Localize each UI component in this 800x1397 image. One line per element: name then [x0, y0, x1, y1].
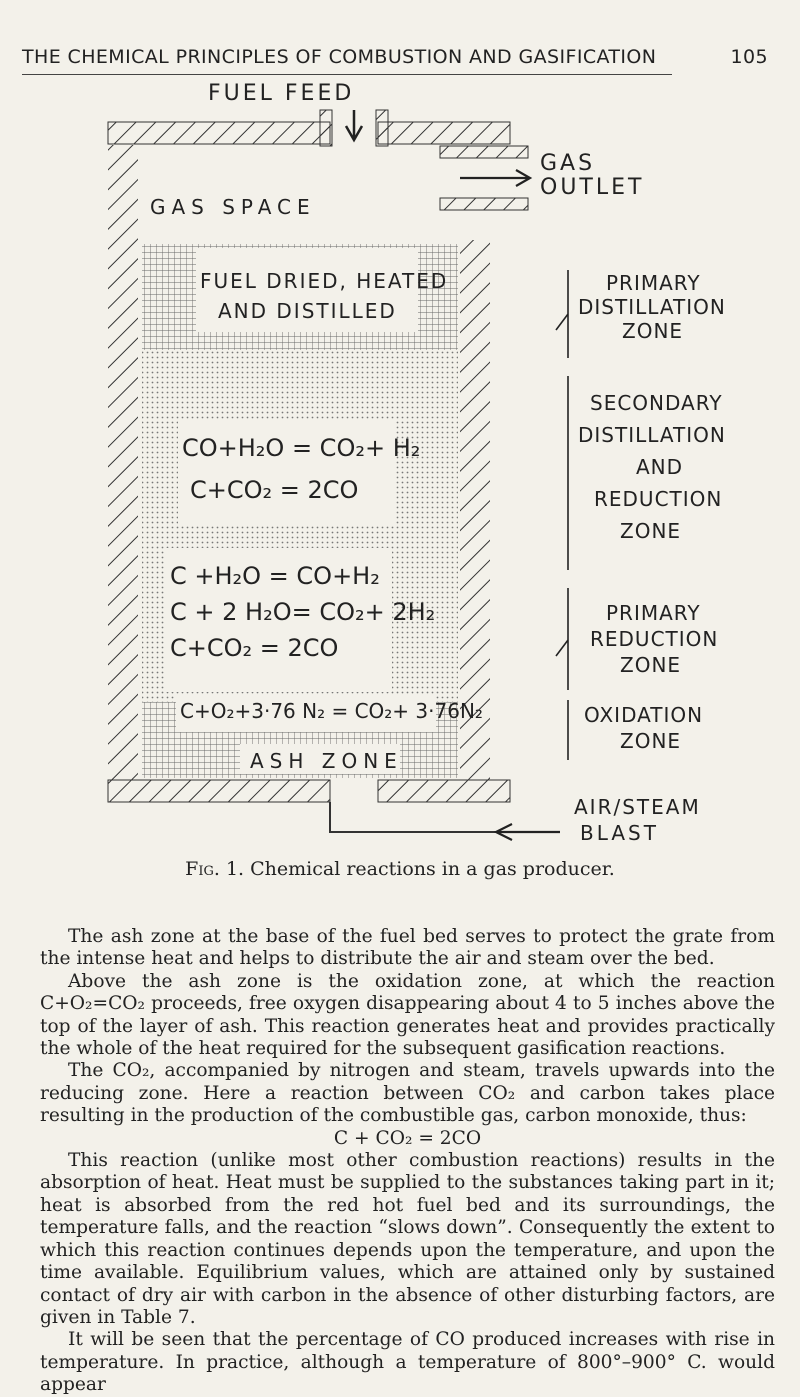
feed-arrow [344, 110, 364, 143]
zone-secondary-2: DISTILLATION [578, 423, 726, 447]
bracket-primary-distillation [555, 270, 569, 358]
reaction-eq-2: C+CO₂ = 2CO [190, 476, 358, 504]
running-head: THE CHEMICAL PRINCIPLES OF COMBUSTION AN… [22, 46, 768, 68]
ash-pit [329, 802, 540, 833]
bracket-primary-reduction [555, 588, 569, 690]
gas-outlet-arrow [460, 169, 533, 187]
paragraph-absorption: This reaction (unlike most other combust… [40, 1150, 775, 1328]
zone-secondary-5: ZONE [620, 519, 681, 543]
reaction-eq-5: C+CO₂ = 2CO [170, 634, 338, 662]
figure-caption: Fig. 1. Chemical reactions in a gas prod… [0, 858, 800, 880]
zone-primary-distillation-2: DISTILLATION [578, 295, 726, 319]
zone-primary-distillation-3: ZONE [622, 319, 683, 343]
equation: C + CO₂ = 2CO [333, 1127, 482, 1149]
top-slab-right [377, 121, 511, 145]
feed-chute-left [319, 109, 333, 147]
figure-caption-text: Chemical reactions in a gas producer. [250, 858, 615, 880]
zone-oxidation-2: ZONE [620, 729, 681, 753]
blast-arrow [493, 823, 560, 841]
right-wall [460, 240, 490, 780]
gas-space-label: GAS SPACE [150, 195, 316, 219]
running-head-title: THE CHEMICAL PRINCIPLES OF COMBUSTION AN… [22, 46, 657, 68]
figure-label: Fig. 1. [185, 858, 245, 880]
zone-secondary-4: REDUCTION [594, 487, 722, 511]
reaction-eq-6: C+O₂+3·76 N₂ = CO₂+ 3·76N₂ [180, 699, 483, 723]
dried-label-1: FUEL DRIED, HEATED [200, 269, 448, 293]
base-slab-left [107, 779, 331, 803]
paragraph-temperature: It will be seen that the percentage of C… [40, 1329, 775, 1396]
base-slab-right [377, 779, 511, 803]
zone-primary-reduction-3: ZONE [620, 653, 681, 677]
reaction-eq-4: C + 2 H₂O= CO₂+ 2H₂ [170, 598, 435, 626]
zone-oxidation-1: OXIDATION [584, 703, 703, 727]
zone-primary-reduction-2: REDUCTION [590, 627, 718, 651]
top-slab-left [107, 121, 331, 145]
gas-outlet-duct-top [439, 145, 529, 159]
fuel-feed-label: FUEL FEED [208, 81, 354, 106]
gas-outlet-label-2: OUTLET [540, 175, 644, 200]
page-number: 105 [730, 46, 768, 68]
gas-outlet-label-1: GAS [540, 151, 595, 176]
left-wall [108, 145, 138, 780]
feed-chute-right [375, 109, 389, 147]
paragraph-ash-zone: The ash zone at the base of the fuel bed… [40, 926, 775, 970]
dried-label-2: AND DISTILLED [218, 299, 397, 323]
zone-secondary-3: AND [636, 455, 683, 479]
body-text: The ash zone at the base of the fuel bed… [40, 926, 775, 1397]
air-steam-label: AIR/STEAM [574, 795, 701, 819]
zone-primary-reduction-1: PRIMARY [606, 601, 701, 625]
reaction-eq-3: C +H₂O = CO+H₂ [170, 562, 380, 590]
zone-primary-distillation-1: PRIMARY [606, 271, 701, 295]
ash-zone-label: ASH ZONE [250, 749, 403, 773]
gas-outlet-duct-bottom [439, 197, 529, 211]
gas-producer-figure: FUEL FEED GAS SPACE GAS OUTLET FUEL DRIE… [107, 81, 726, 845]
blast-label: BLAST [580, 821, 659, 845]
paragraph-oxidation-zone: Above the ash zone is the oxidation zone… [40, 970, 775, 1060]
header-rule [22, 74, 672, 75]
paragraph-reducing-zone: The CO₂, accompanied by nitrogen and ste… [40, 1060, 775, 1127]
reaction-eq-1: CO+H₂O = CO₂+ H₂ [182, 434, 420, 462]
zone-secondary-1: SECONDARY [590, 391, 723, 415]
